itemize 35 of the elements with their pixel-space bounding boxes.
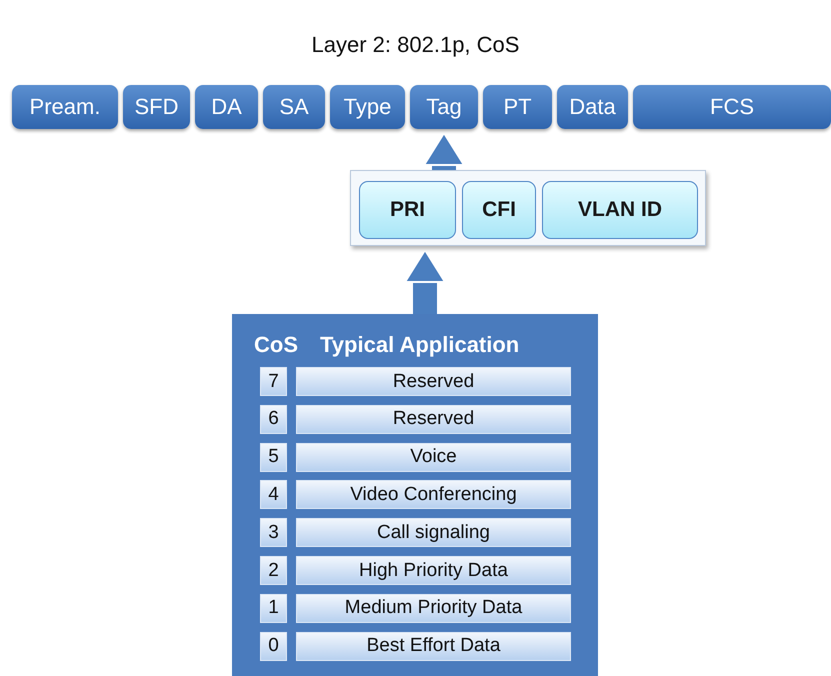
cos-value: 2 — [260, 556, 287, 585]
column-header: Typical Application — [320, 332, 520, 358]
diagram-title: Layer 2: 802.1p, CoS — [310, 32, 520, 58]
application-name: Best Effort Data — [296, 632, 571, 661]
cos-value: 0 — [260, 632, 287, 661]
application-name: Video Conferencing — [296, 480, 571, 510]
frame-field: DA — [195, 85, 258, 129]
application-name: Reserved — [296, 367, 571, 396]
cos-value: 5 — [260, 442, 287, 472]
frame-field: SFD — [123, 85, 190, 129]
application-name: Voice — [296, 442, 571, 472]
frame-field: SA — [263, 85, 325, 129]
frame-field: Tag — [410, 85, 478, 129]
column-header: CoS — [254, 332, 298, 358]
cos-value: 6 — [260, 404, 287, 434]
block-arrow — [423, 132, 465, 170]
application-name: Call signaling — [296, 518, 571, 548]
table-panel — [232, 314, 598, 676]
frame-field: Data — [557, 85, 628, 129]
cos-value: 7 — [260, 367, 287, 396]
frame-field: PT — [483, 85, 552, 129]
cos-value: 1 — [260, 594, 287, 623]
cos-value: 4 — [260, 480, 287, 510]
frame-field: FCS — [633, 85, 831, 129]
tag-subfield: VLAN ID — [542, 181, 698, 239]
application-name: Reserved — [296, 404, 571, 434]
block-arrow — [404, 249, 446, 314]
application-name: Medium Priority Data — [296, 594, 571, 623]
frame-field: Type — [330, 85, 405, 129]
tag-panel — [350, 170, 706, 246]
application-name: High Priority Data — [296, 556, 571, 585]
frame-field: Pream. — [12, 85, 118, 129]
cos-value: 3 — [260, 518, 287, 548]
tag-subfield: CFI — [462, 181, 536, 239]
tag-subfield: PRI — [359, 181, 456, 239]
